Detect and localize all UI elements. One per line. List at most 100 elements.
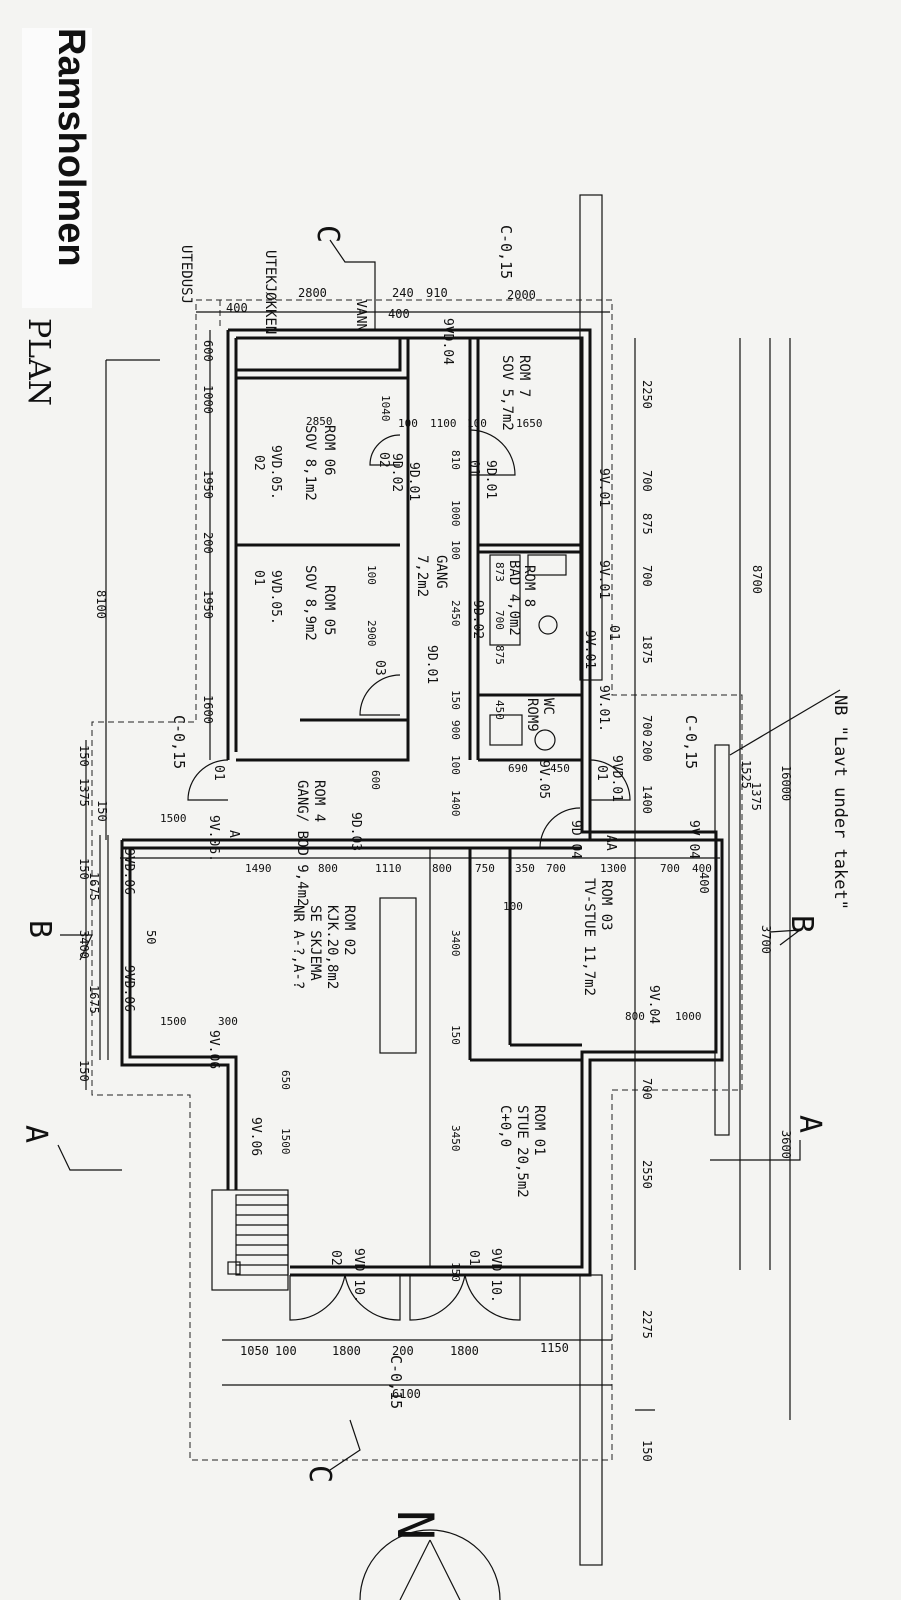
outdoor-labels: UTEDUSJ UTEKJØKKEN VANN <box>178 245 368 334</box>
open-8: 02 <box>328 1250 343 1266</box>
room-03-no: ROM 03 <box>598 880 614 931</box>
entry-stairs <box>211 1189 289 1291</box>
dim-left-15: 50 <box>144 930 158 944</box>
dim-in-20: 690 <box>508 762 528 775</box>
open-2: 02 <box>376 452 391 468</box>
dim-in-10: 100 <box>365 565 378 585</box>
dim-left-14: 150 <box>95 800 109 822</box>
dim-in-32: 700 <box>660 862 680 875</box>
open-4: 03 <box>372 660 387 676</box>
dim-right-10: 2550 <box>640 1160 654 1189</box>
dim-outer-0: 8700 <box>750 565 764 594</box>
dims-left: 600 1000 1950 200 1950 1600 8100 150 137… <box>77 340 215 1082</box>
section-b-left: B <box>22 920 57 938</box>
dim-in-31: 1300 <box>600 862 627 875</box>
code-22: 9VD.10. <box>351 1248 366 1303</box>
dim-right-8: 400 <box>697 872 711 894</box>
section-b-right: B <box>784 915 819 933</box>
dim-in-4: 100 <box>467 417 487 430</box>
code-5: 9V.01 <box>596 560 611 599</box>
dim-outer-5: 3600 <box>779 1130 793 1159</box>
dim-left-6: 8100 <box>94 590 108 619</box>
dim-in-9: 2450 <box>449 600 462 627</box>
room-05-name: SOV 8,9m2 <box>302 565 318 641</box>
dim-in-1: 1040 <box>379 395 392 422</box>
dim-bottom-5: 1150 <box>540 1341 569 1355</box>
dim-bottom-3: 200 <box>392 1344 414 1358</box>
dim-top-3: 400 <box>388 307 410 321</box>
dim-in-21: 450 <box>550 762 570 775</box>
dim-in-29: 350 <box>515 862 535 875</box>
code-24: 9V.05 <box>536 760 551 799</box>
level-labels: C-0,15 C-0,15 C-0,15 C-0,15 <box>170 225 700 1409</box>
dim-in-0: 2850 <box>306 415 333 428</box>
dim-in-6: 810 <box>449 450 462 470</box>
code-18: 9VD.06 <box>121 965 136 1012</box>
dim-left-12: 1675 <box>87 985 101 1014</box>
dim-in-36: 3450 <box>449 1125 462 1152</box>
code-1: 9D.02 <box>389 453 404 492</box>
room-08-no: ROM 8 <box>521 565 537 607</box>
dim-bottom-1: 100 <box>275 1344 297 1358</box>
dim-bottom-4: 1800 <box>450 1344 479 1358</box>
dim-in-13: 900 <box>449 720 462 740</box>
room-02-no: ROM 02 <box>341 905 357 956</box>
dim-in-19: 450 <box>493 700 506 720</box>
dim-in-38: 1000 <box>675 1010 702 1023</box>
title-block: Ramsholmen <box>22 28 92 308</box>
component-codes: 9VD.04 9D.02 9D.01 9D.01 9V.01 9V.01 9D.… <box>121 318 701 1303</box>
exterior-walls <box>120 328 724 1277</box>
level-left: C-0,15 <box>170 715 188 769</box>
code-4: 9V.01 <box>596 468 611 507</box>
dim-top-5: 2000 <box>507 288 536 302</box>
room-07-name: SOV 5,7m2 <box>499 355 515 431</box>
room-06-no: ROM 06 <box>321 425 337 476</box>
dim-in-42: 1500 <box>160 1015 187 1028</box>
hall-no: GANG <box>433 555 449 589</box>
dim-in-22: 600 <box>369 770 382 790</box>
dim-top-0: 400 <box>226 301 248 315</box>
door-swings <box>187 429 631 1321</box>
level-top: C-0,15 <box>497 225 515 279</box>
room-02-extra: SE SKJEMA <box>307 905 323 981</box>
open-11: AA <box>603 835 618 851</box>
code-7: 9D.01 <box>424 645 439 684</box>
dim-top-2: 240 <box>392 286 414 300</box>
room-03-name: TV-STUE 11,7m2 <box>581 878 597 996</box>
open-7: 01 <box>466 1250 481 1266</box>
dims-right: 2250 700 875 700 1875 700 200 1400 400 7… <box>640 380 793 1462</box>
section-markers: C C B B A A N <box>18 225 827 1540</box>
open-0: 02 <box>251 455 266 471</box>
interior-walls <box>236 338 582 1267</box>
code-17: 9VD.06 <box>121 848 136 895</box>
dim-bottom-6: 6100 <box>392 1387 421 1401</box>
code-14: 9VD.05. <box>268 445 283 500</box>
dim-right-3: 700 <box>640 565 654 587</box>
dimension-lines <box>57 239 841 1600</box>
open-1: 01 <box>251 570 266 586</box>
dim-left-13: 150 <box>77 1060 91 1082</box>
room-labels: ROM 7 SOV 5,7m2 ROM 06 SOV 8,1m2 ROM 05 … <box>290 355 614 1198</box>
dims-bottom: 1050 100 1800 200 1800 1150 6100 <box>240 1341 569 1401</box>
room-04-name: GANG/ BOD 9,4m2 <box>294 780 310 906</box>
code-21: 9V.04 <box>686 820 701 859</box>
code-23: 9VD.10. <box>488 1248 503 1303</box>
dim-in-14: 100 <box>449 755 462 775</box>
dim-right-12: 150 <box>640 1440 654 1462</box>
roof-note: NB "Lavt under taket" <box>830 695 850 910</box>
north-label: N <box>386 1510 444 1540</box>
dim-in-28: 750 <box>475 862 495 875</box>
dim-outer-2: 1525 <box>739 760 753 789</box>
dim-in-33: 400 <box>692 862 712 875</box>
dim-in-34: 3400 <box>449 930 462 957</box>
dim-left-8: 1375 <box>77 778 91 807</box>
dim-top-1: 2800 <box>298 286 327 300</box>
bath-fixtures <box>489 554 567 751</box>
code-13: 9D.04 <box>568 820 583 859</box>
level-right: C-0,15 <box>682 715 700 769</box>
dim-in-41: 300 <box>218 1015 238 1028</box>
dim-in-40: 1500 <box>279 1128 292 1155</box>
dim-right-0: 2250 <box>640 380 654 409</box>
dim-left-5: 1600 <box>201 695 215 724</box>
hall-name: 7,2m2 <box>414 555 430 597</box>
